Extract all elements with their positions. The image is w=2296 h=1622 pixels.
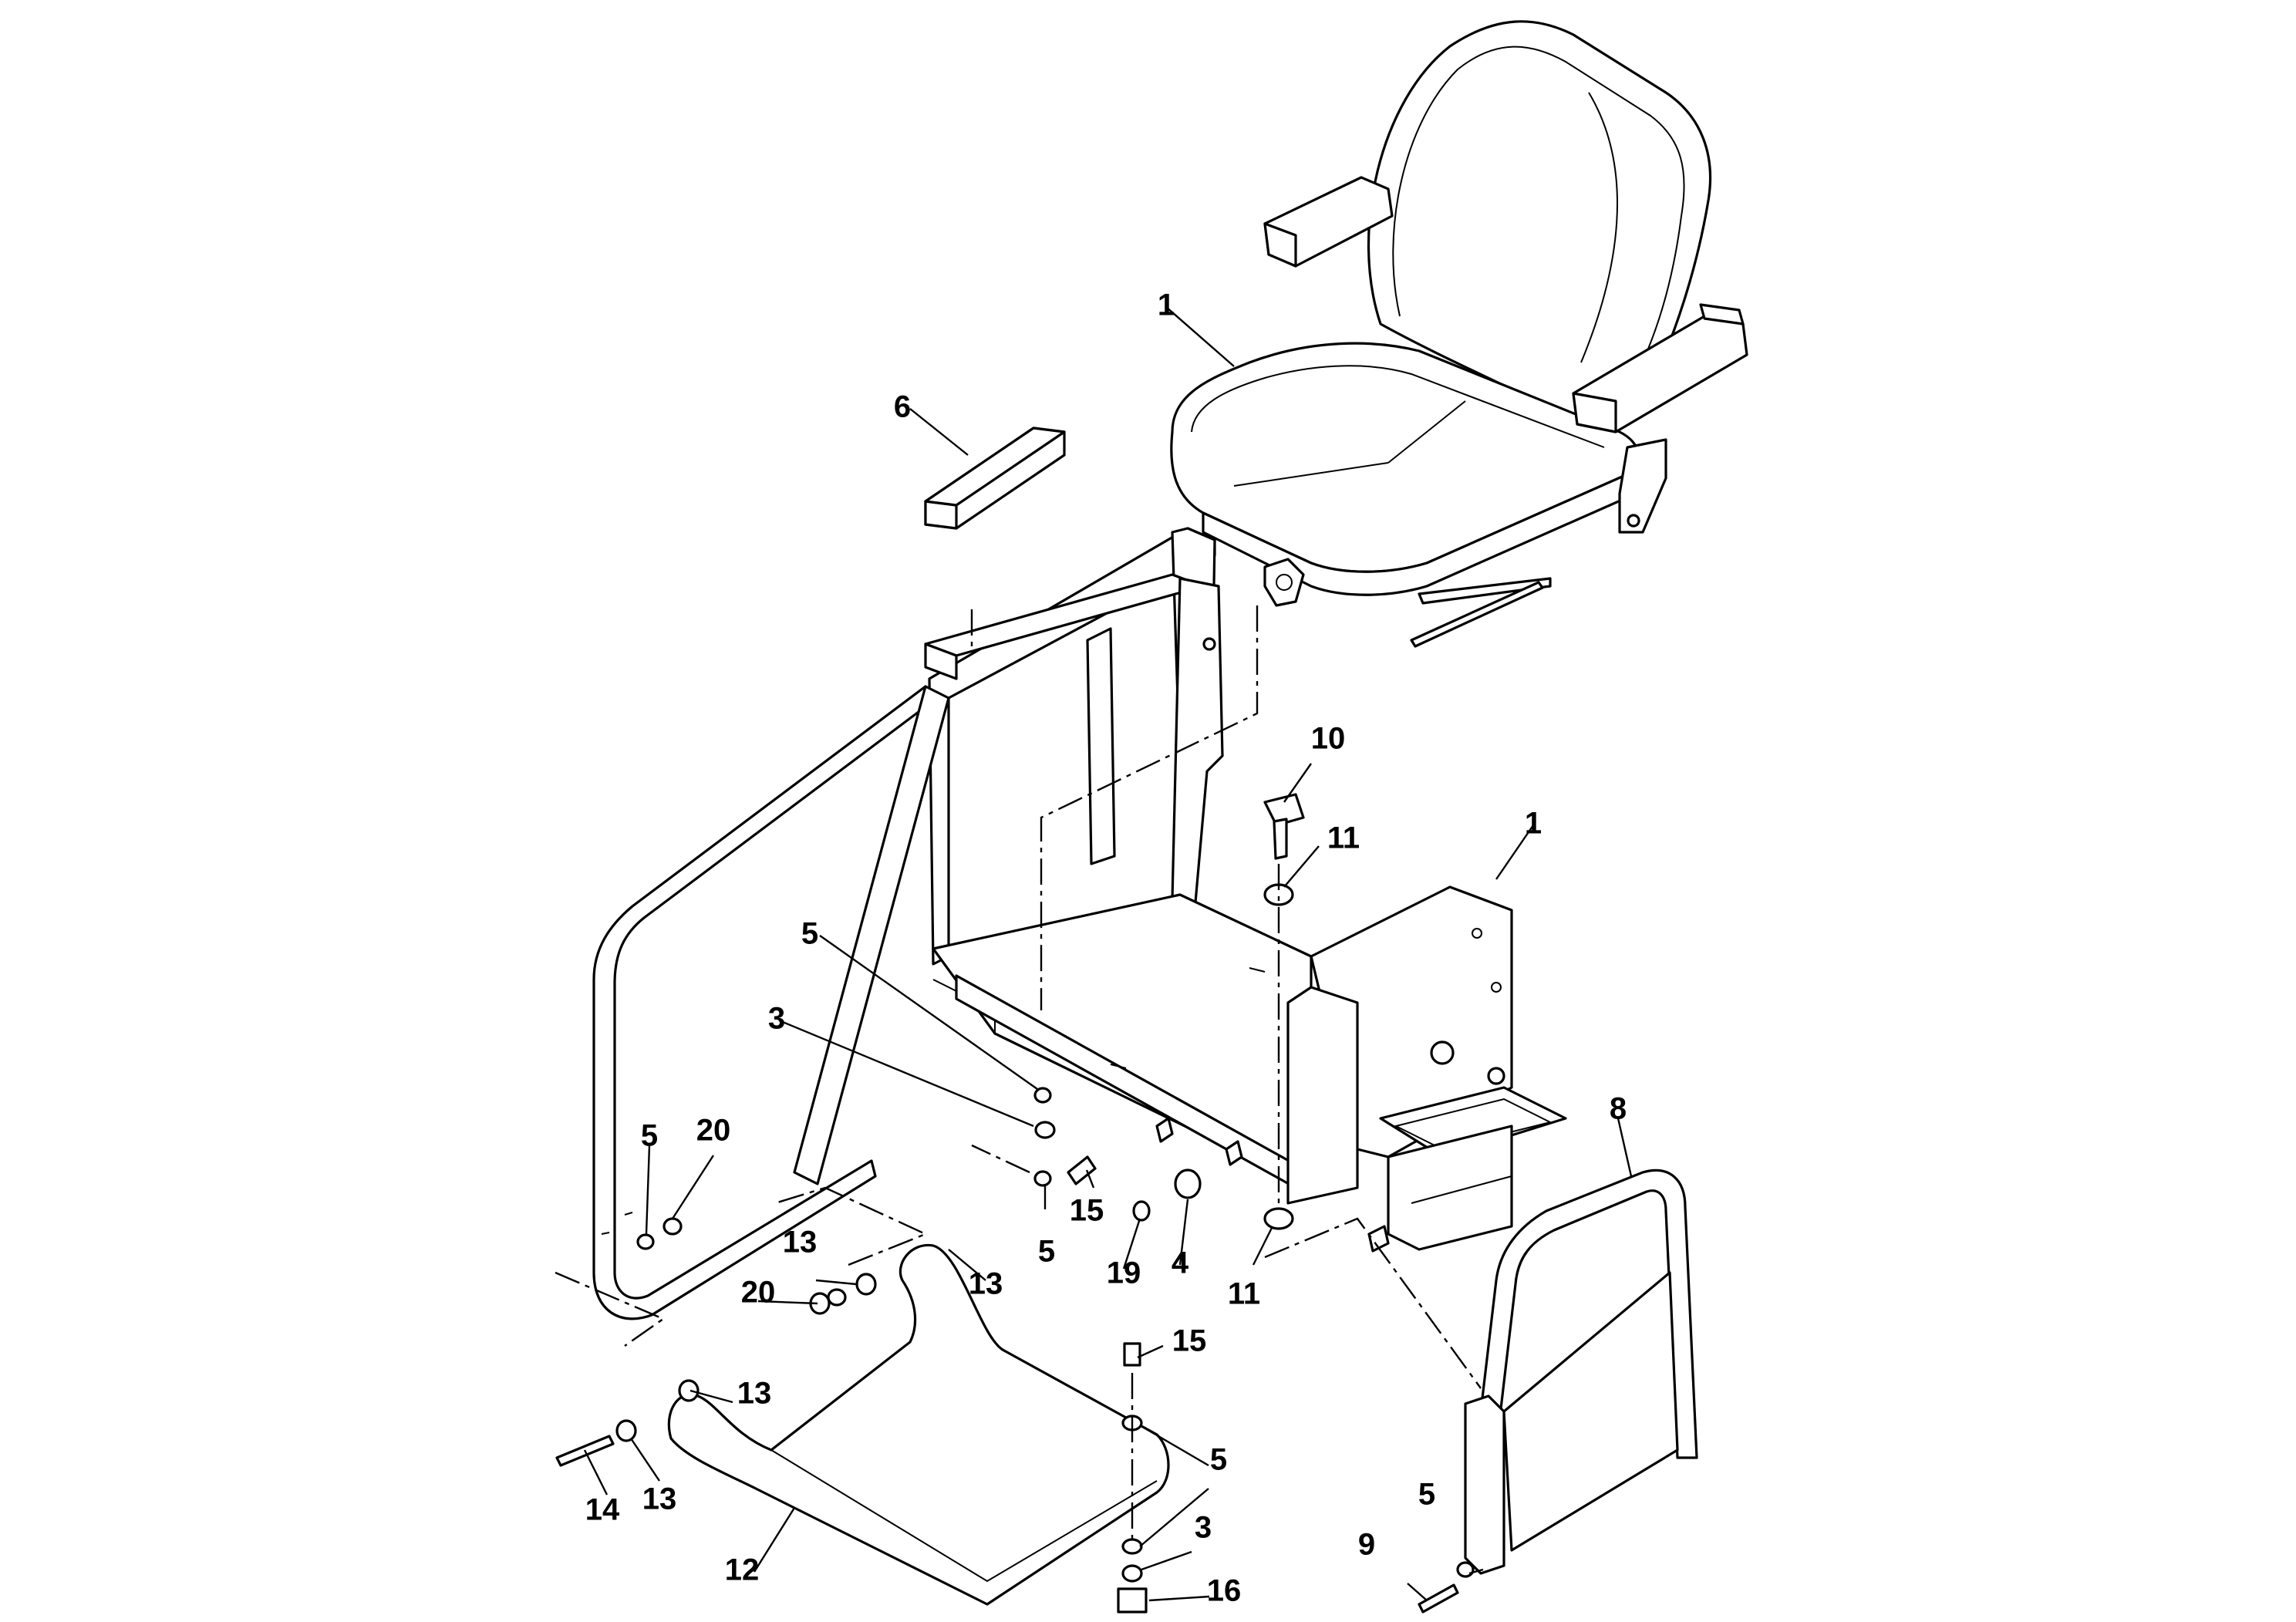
callout-5-right: 5 — [1418, 1478, 1435, 1512]
callout-13-d: 13 — [642, 1482, 677, 1516]
right-grab-rail — [1464, 1168, 1698, 1575]
leader-lines — [583, 306, 1633, 1602]
callout-9: 9 — [1358, 1528, 1375, 1562]
callout-15-upper: 15 — [1070, 1194, 1104, 1228]
callout-3-lower: 3 — [1195, 1511, 1212, 1545]
callout-11-upper: 11 — [1327, 821, 1360, 855]
callout-13-c: 13 — [737, 1377, 772, 1411]
foot-plate — [667, 1243, 1170, 1606]
callout-5-upper: 5 — [801, 917, 818, 951]
callout-15-lower: 15 — [1172, 1324, 1207, 1358]
callout-4: 4 — [1172, 1246, 1189, 1280]
callout-1-seat: 1 — [1158, 288, 1175, 322]
callout-12: 12 — [725, 1553, 760, 1587]
callout-5-left: 5 — [641, 1119, 658, 1153]
callout-labels: 1 1 6 10 11 11 5 3 5 20 15 5 19 4 8 13 1… — [585, 288, 1627, 1608]
seat-box-frame — [924, 527, 1567, 1253]
callout-11-lower: 11 — [1228, 1277, 1260, 1311]
callout-16: 16 — [1207, 1574, 1242, 1608]
callout-5-middle: 5 — [1038, 1235, 1055, 1269]
assembly-lines — [555, 605, 1482, 1539]
callout-20-lower: 20 — [741, 1276, 776, 1310]
callout-13-b: 13 — [969, 1267, 1003, 1301]
callout-14: 14 — [585, 1493, 620, 1527]
callout-8: 8 — [1610, 1092, 1627, 1126]
fasteners — [555, 793, 1475, 1614]
callout-6: 6 — [894, 390, 911, 424]
armrest-pad — [924, 427, 1066, 530]
callout-20-upper: 20 — [696, 1114, 731, 1148]
operator-seat — [1170, 20, 1748, 648]
callout-1-frame: 1 — [1525, 807, 1542, 841]
callout-19: 19 — [1107, 1256, 1141, 1290]
left-grab-rail — [592, 685, 950, 1320]
callout-10: 10 — [1311, 722, 1346, 756]
callout-3-upper: 3 — [768, 1002, 785, 1036]
callout-5-lower: 5 — [1210, 1443, 1227, 1477]
callout-13-a: 13 — [783, 1226, 818, 1259]
